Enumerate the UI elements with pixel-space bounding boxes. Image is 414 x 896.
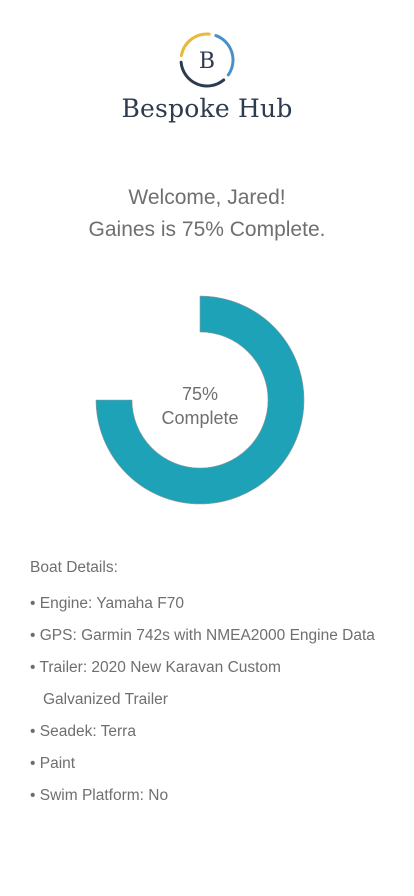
brand-logo: B Bespoke Hub — [0, 30, 414, 123]
detail-text: Paint — [39, 755, 76, 772]
bullet: • — [30, 723, 36, 740]
detail-item-seadek: • Seadek: Terra — [30, 716, 400, 748]
completion-status: Gaines is 75% Complete. — [88, 218, 326, 241]
bullet: • — [30, 627, 36, 644]
bullet: • — [30, 787, 36, 804]
detail-text: Trailer: 2020 New Karavan Custom — [39, 659, 281, 676]
bespoke-logo-icon: B — [179, 32, 235, 88]
bullet: • — [30, 595, 36, 612]
detail-text: Swim Platform: No — [39, 787, 169, 804]
detail-item-swim-platform: • Swim Platform: No — [30, 780, 400, 812]
progress-label: 75% Complete — [100, 382, 300, 430]
detail-text: GPS: Garmin 742s with NMEA2000 Engine Da… — [39, 627, 375, 644]
detail-text-continuation: Galvanized Trailer — [43, 691, 168, 708]
logo-letter: B — [199, 49, 215, 74]
boat-details-list: • Engine: Yamaha F70 • GPS: Garmin 742s … — [30, 588, 400, 812]
progress-donut: 75% Complete — [0, 288, 414, 510]
detail-item-paint: • Paint — [30, 748, 400, 780]
welcome-message: Welcome, Jared! Gaines is 75% Complete. — [0, 182, 414, 246]
boat-details: Boat Details: • Engine: Yamaha F70 • GPS… — [30, 556, 400, 812]
bullet: • — [30, 755, 36, 772]
progress-donut-svg — [95, 295, 305, 505]
brand-name: Bespoke Hub — [121, 94, 293, 123]
detail-text: Engine: Yamaha F70 — [39, 595, 184, 612]
bullet: • — [30, 659, 36, 676]
boat-details-heading: Boat Details: — [30, 559, 118, 576]
detail-item-gps: • GPS: Garmin 742s with NMEA2000 Engine … — [30, 620, 400, 652]
progress-text: Complete — [161, 408, 239, 428]
progress-percent: 75% — [181, 384, 219, 404]
progress-arc — [95, 295, 305, 505]
detail-item-engine: • Engine: Yamaha F70 — [30, 588, 400, 620]
welcome-greeting: Welcome, Jared! — [128, 186, 286, 209]
detail-text: Seadek: Terra — [39, 723, 136, 740]
